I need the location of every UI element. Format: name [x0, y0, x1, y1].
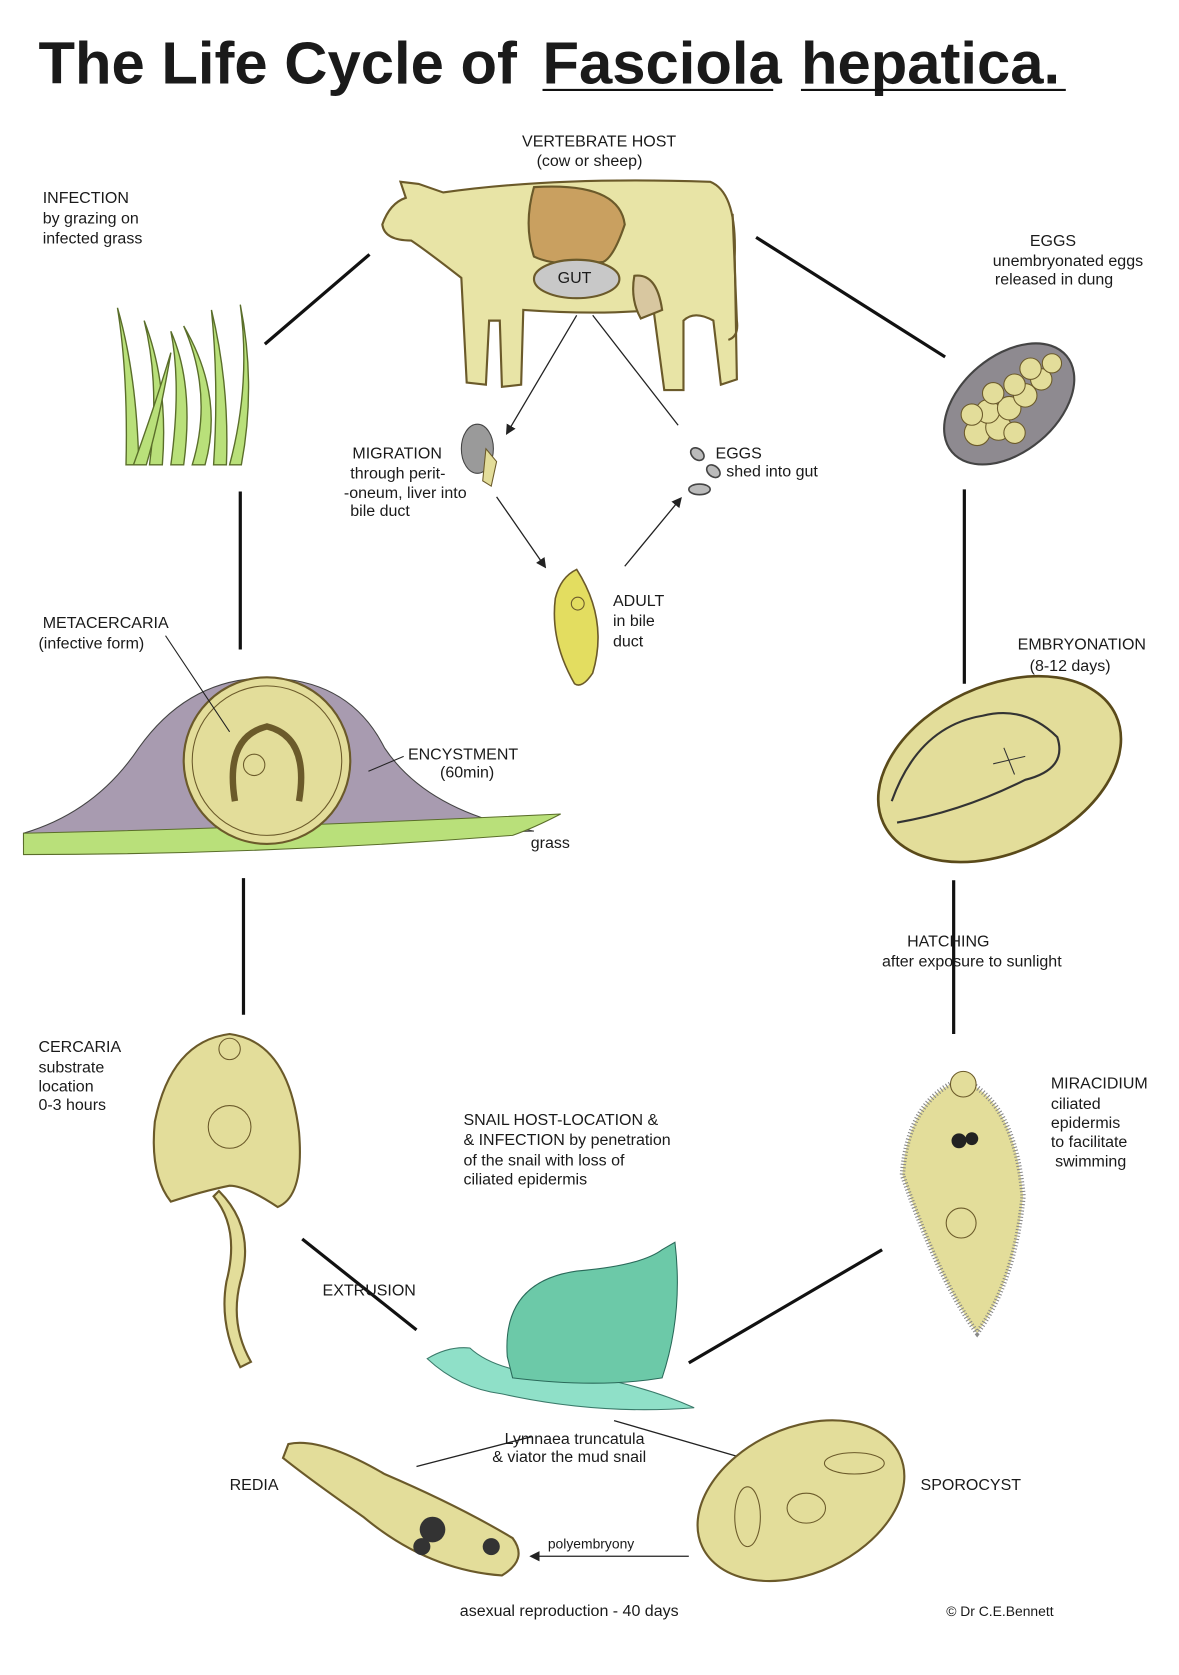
snail-illustration: [426, 1241, 695, 1411]
svg-text:by grazing on: by grazing on: [43, 210, 139, 227]
label-extrusion: EXTRUSION: [323, 1283, 416, 1300]
svg-text:SNAIL HOST-LOCATION &: SNAIL HOST-LOCATION &: [463, 1112, 658, 1129]
svg-text:through perit-: through perit-: [350, 466, 445, 483]
label-polyembryony: polyembryony: [548, 1536, 634, 1552]
svg-text:of the snail with loss of: of the snail with loss of: [463, 1152, 625, 1169]
miracidium-illustration: [899, 1070, 1026, 1338]
svg-text:(cow or sheep): (cow or sheep): [537, 153, 643, 170]
svg-text:VERTEBRATE HOST: VERTEBRATE HOST: [522, 134, 676, 151]
title-genus: Fasciola: [543, 30, 783, 97]
label-eggs-gut: EGGS shed into gut: [716, 445, 819, 480]
sporocyst-illustration: [696, 1419, 906, 1583]
svg-text:substrate: substrate: [38, 1059, 104, 1076]
label-snail-name: Lymnaea truncatula & viator the mud snai…: [492, 1431, 646, 1466]
svg-text:(8-12 days): (8-12 days): [1030, 658, 1111, 675]
label-snail-host: SNAIL HOST-LOCATION & & INFECTION by pen…: [463, 1112, 670, 1189]
svg-text:(60min): (60min): [440, 765, 494, 782]
svg-text:MIGRATION: MIGRATION: [352, 445, 441, 462]
label-migration: MIGRATION through perit- -oneum, liver i…: [344, 445, 467, 520]
thin-arrows: [416, 314, 740, 1562]
stage-labels: VERTEBRATE HOST (cow or sheep) INFECTION…: [38, 134, 1147, 1620]
svg-text:& viator the mud snail: & viator the mud snail: [492, 1449, 646, 1466]
encystment-illustration: [22, 676, 561, 856]
title-prefix: The Life Cycle of: [38, 30, 518, 97]
svg-text:EGGS: EGGS: [1030, 233, 1076, 250]
label-embryonation: EMBRYONATION (8-12 days): [1018, 637, 1146, 675]
svg-text:swimming: swimming: [1055, 1153, 1126, 1170]
label-vertebrate-host: VERTEBRATE HOST (cow or sheep): [522, 134, 676, 170]
svg-text:to facilitate: to facilitate: [1051, 1134, 1128, 1151]
svg-text:-oneum, liver into: -oneum, liver into: [344, 485, 467, 502]
title-species: hepatica.: [801, 30, 1060, 97]
migration-illustration: [460, 423, 498, 488]
svg-text:EGGS: EGGS: [716, 445, 762, 462]
svg-text:Lymnaea truncatula: Lymnaea truncatula: [505, 1431, 645, 1448]
label-eggs-dung: EGGS unembryonated eggs released in dung: [993, 233, 1143, 288]
credit: © Dr C.E.Bennett: [946, 1603, 1054, 1619]
svg-text:after exposure to sunlight: after exposure to sunlight: [882, 954, 1062, 971]
label-adult: ADULT in bile duct: [613, 593, 664, 651]
svg-text:& INFECTION by penetration: & INFECTION by penetration: [463, 1132, 670, 1149]
svg-text:(infective form): (infective form): [38, 635, 144, 652]
svg-text:ENCYSTMENT: ENCYSTMENT: [408, 747, 518, 764]
svg-text:0-3 hours: 0-3 hours: [38, 1097, 106, 1114]
eggs-cluster-illustration: [943, 342, 1076, 466]
redia-illustration: [281, 1441, 520, 1577]
svg-text:bile duct: bile duct: [350, 503, 410, 520]
svg-text:duct: duct: [613, 633, 644, 650]
svg-text:location: location: [38, 1079, 93, 1096]
page-title: The Life Cycle of Fasciola hepatica.: [38, 30, 1066, 97]
svg-text:infected grass: infected grass: [43, 231, 143, 248]
svg-text:ADULT: ADULT: [613, 593, 664, 610]
gut-eggs-illustration: [688, 447, 721, 496]
svg-text:CERCARIA: CERCARIA: [38, 1039, 121, 1056]
label-metacercaria: METACERCARIA (infective form): [38, 615, 169, 652]
label-redia: REDIA: [230, 1477, 279, 1494]
grass-illustration: [116, 304, 250, 466]
cow-illustration: [381, 179, 739, 392]
label-hatching: HATCHING after exposure to sunlight: [882, 933, 1062, 970]
svg-text:epidermis: epidermis: [1051, 1115, 1120, 1132]
label-cercaria: CERCARIA substrate location 0-3 hours: [38, 1039, 121, 1114]
label-asexual-reproduction: asexual reproduction - 40 days: [460, 1603, 679, 1620]
label-grass: grass: [531, 835, 570, 852]
embryonated-egg-illustration: [876, 674, 1123, 864]
svg-text:EMBRYONATION: EMBRYONATION: [1018, 637, 1146, 654]
cycle-connectors: [238, 235, 966, 1365]
svg-text:in bile: in bile: [613, 613, 655, 630]
label-miracidium: MIRACIDIUM ciliated epidermis to facilit…: [1051, 1075, 1148, 1170]
cercaria-illustration: [152, 1032, 301, 1369]
svg-text:MIRACIDIUM: MIRACIDIUM: [1051, 1075, 1148, 1092]
svg-text:METACERCARIA: METACERCARIA: [43, 615, 169, 632]
label-sporocyst: SPOROCYST: [921, 1477, 1022, 1494]
svg-text:released in dung: released in dung: [995, 271, 1113, 288]
gut-label: GUT: [558, 270, 592, 287]
label-infection: INFECTION by grazing on infected grass: [43, 190, 143, 248]
svg-text:INFECTION: INFECTION: [43, 190, 129, 207]
svg-text:ciliated epidermis: ciliated epidermis: [463, 1172, 587, 1189]
svg-text:shed into gut: shed into gut: [726, 464, 818, 481]
svg-text:ciliated: ciliated: [1051, 1096, 1101, 1113]
svg-text:unembryonated eggs: unembryonated eggs: [993, 253, 1143, 270]
label-encystment: ENCYSTMENT (60min): [408, 747, 518, 782]
adult-fluke-illustration: [553, 568, 599, 686]
svg-text:HATCHING: HATCHING: [907, 933, 989, 950]
